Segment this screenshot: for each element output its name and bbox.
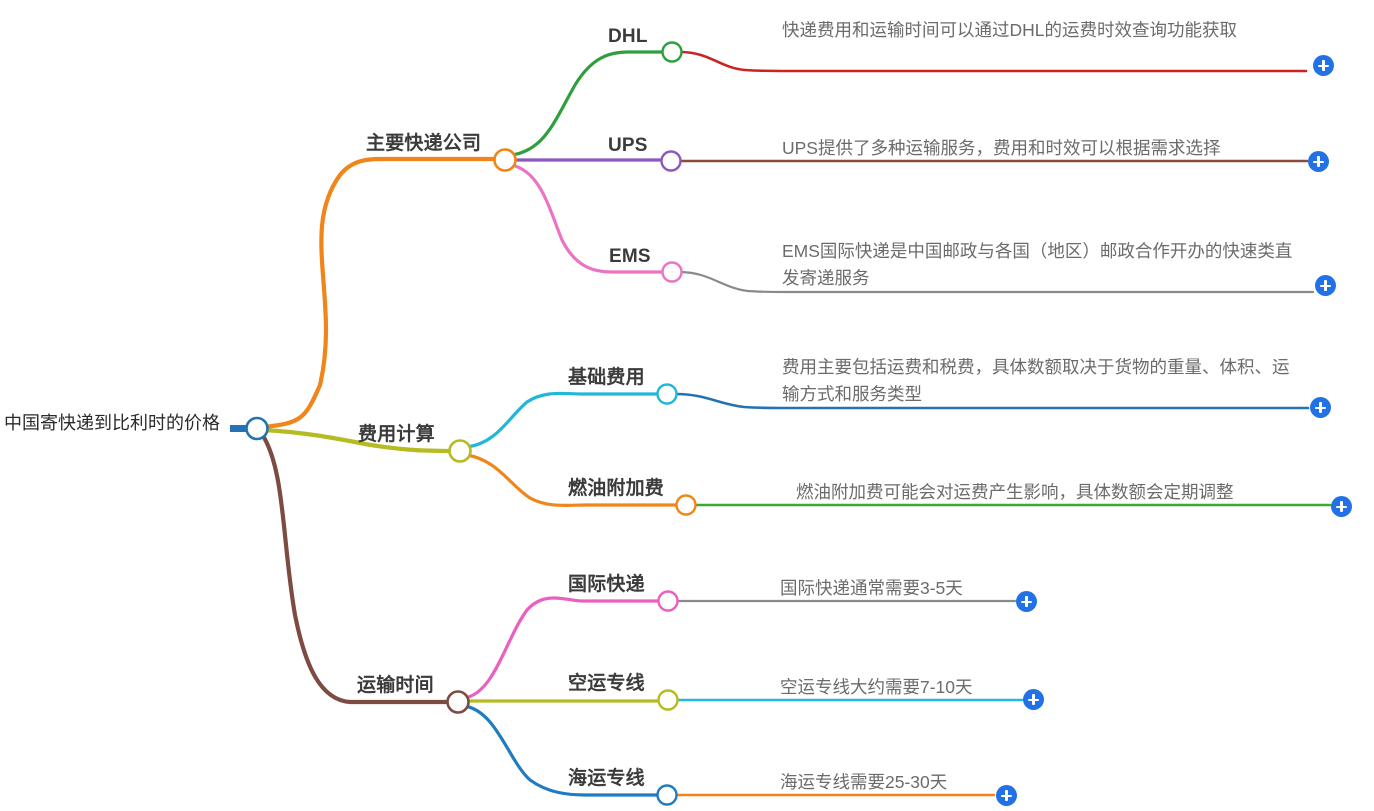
leaf-label-dhl[interactable]: DHL	[608, 26, 648, 47]
branch-node-circle-2[interactable]	[448, 439, 472, 463]
detail-text-ups[interactable]: UPS提供了多种运输服务，费用和时效可以根据需求选择	[782, 138, 1221, 158]
link-root-to-branch-3	[259, 431, 461, 705]
branch-node-circle-3[interactable]	[446, 690, 470, 714]
expand-button-sea-line[interactable]	[996, 785, 1017, 806]
leaf-node-circle-fuel-fee[interactable]	[675, 494, 697, 516]
expand-button-dhl[interactable]	[1313, 55, 1334, 76]
link-root-to-branch-1	[261, 156, 508, 430]
leaf-node-circle-base-fee[interactable]	[656, 383, 678, 405]
branch-label-main-couriers[interactable]: 主要快递公司	[366, 133, 482, 154]
detail-text-sea-line[interactable]: 海运专线需要25-30天	[780, 772, 948, 792]
leaf-label-ems[interactable]: EMS	[609, 246, 651, 267]
leaf-node-circle-ups[interactable]	[660, 150, 682, 172]
detail-underline-dhl	[678, 50, 1308, 73]
detail-text-air-line[interactable]: 空运专线大约需要7-10天	[780, 677, 973, 697]
detail-text-base-fee[interactable]: 费用主要包括运费和税费，具体数额取决于货物的重量、体积、运输方式和服务类型	[782, 357, 1290, 404]
leaf-label-sea-line[interactable]: 海运专线	[568, 768, 645, 789]
root-node-label[interactable]: 中国寄快递到比利时的价格	[4, 413, 220, 433]
branch-node-circle-1[interactable]	[493, 148, 517, 172]
expand-button-ups[interactable]	[1308, 151, 1329, 172]
detail-text-intl-express[interactable]: 国际快递通常需要3-5天	[780, 578, 963, 598]
leaf-label-fuel-surcharge[interactable]: 燃油附加费	[568, 478, 665, 499]
detail-text-ems[interactable]: EMS国际快递是中国邮政与各国（地区）邮政合作开办的快速类直发寄递服务	[782, 241, 1293, 288]
expand-button-air-line[interactable]	[1023, 689, 1044, 710]
root-node-circle[interactable]	[245, 416, 269, 441]
leaf-node-circle-sea-line[interactable]	[656, 784, 678, 806]
leaf-node-circle-intl-express[interactable]	[657, 590, 679, 612]
expand-button-base-fee[interactable]	[1310, 397, 1331, 418]
branch-label-transit-time[interactable]: 运输时间	[357, 675, 434, 696]
detail-text-fuel-surcharge[interactable]: 燃油附加费可能会对运费产生影响，具体数额会定期调整	[796, 482, 1234, 502]
leaf-label-air-line[interactable]: 空运专线	[568, 673, 645, 694]
leaf-node-circle-air-line[interactable]	[657, 689, 679, 711]
expand-button-intl-express[interactable]	[1016, 591, 1037, 612]
expand-button-fuel-surcharge[interactable]	[1331, 496, 1352, 517]
leaf-label-intl-express[interactable]: 国际快递	[568, 574, 645, 595]
expand-button-ems[interactable]	[1315, 275, 1336, 296]
leaf-label-base-fee[interactable]: 基础费用	[568, 367, 645, 388]
branch-label-fee-calculation[interactable]: 费用计算	[358, 424, 435, 445]
link-branch-2-to-leaf-base-fee	[465, 391, 664, 449]
leaf-label-ups[interactable]: UPS	[608, 135, 648, 156]
detail-text-dhl[interactable]: 快递费用和运输时间可以通过DHL的运费时效查询功能获取	[782, 20, 1238, 40]
leaf-node-circle-dhl[interactable]	[661, 41, 683, 63]
leaf-node-circle-ems[interactable]	[661, 261, 683, 283]
